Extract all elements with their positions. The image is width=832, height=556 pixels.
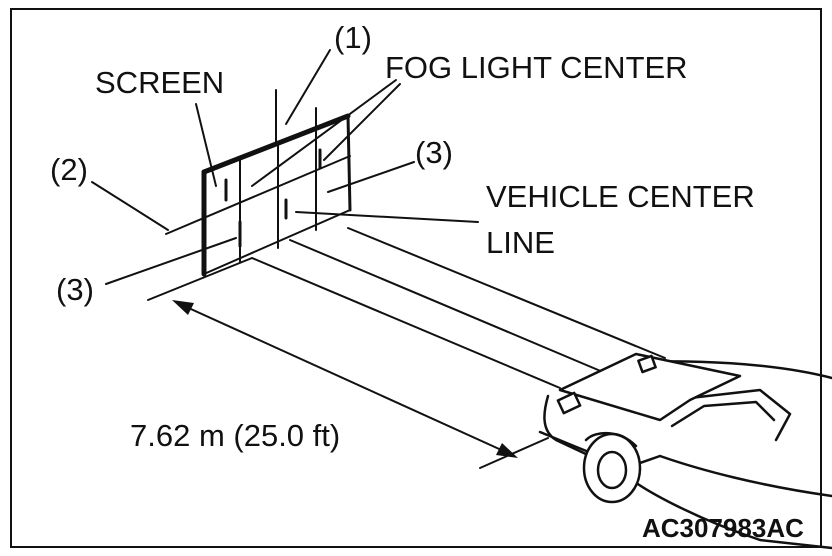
figure-frame	[10, 8, 822, 548]
callout-1-label: (1)	[334, 20, 372, 55]
callout-3-right-label: (3)	[415, 135, 453, 170]
screen-label: SCREEN	[95, 65, 224, 100]
callout-2-label: (2)	[50, 152, 88, 187]
vehicle-center-line-label-line2: LINE	[486, 225, 555, 260]
ground-lines	[147, 227, 666, 389]
callout-3-left-label: (3)	[56, 272, 94, 307]
aiming-screen	[165, 89, 352, 277]
leader-lines	[91, 49, 479, 285]
vehicle	[538, 352, 832, 550]
distance-label: 7.62 m (25.0 ft)	[130, 418, 340, 453]
fog-light-center-label: FOG LIGHT CENTER	[385, 50, 688, 85]
figure-code: AC307983AC	[642, 513, 804, 543]
distance-arrow	[172, 300, 549, 469]
vehicle-center-line-label: VEHICLE CENTER	[486, 179, 755, 214]
